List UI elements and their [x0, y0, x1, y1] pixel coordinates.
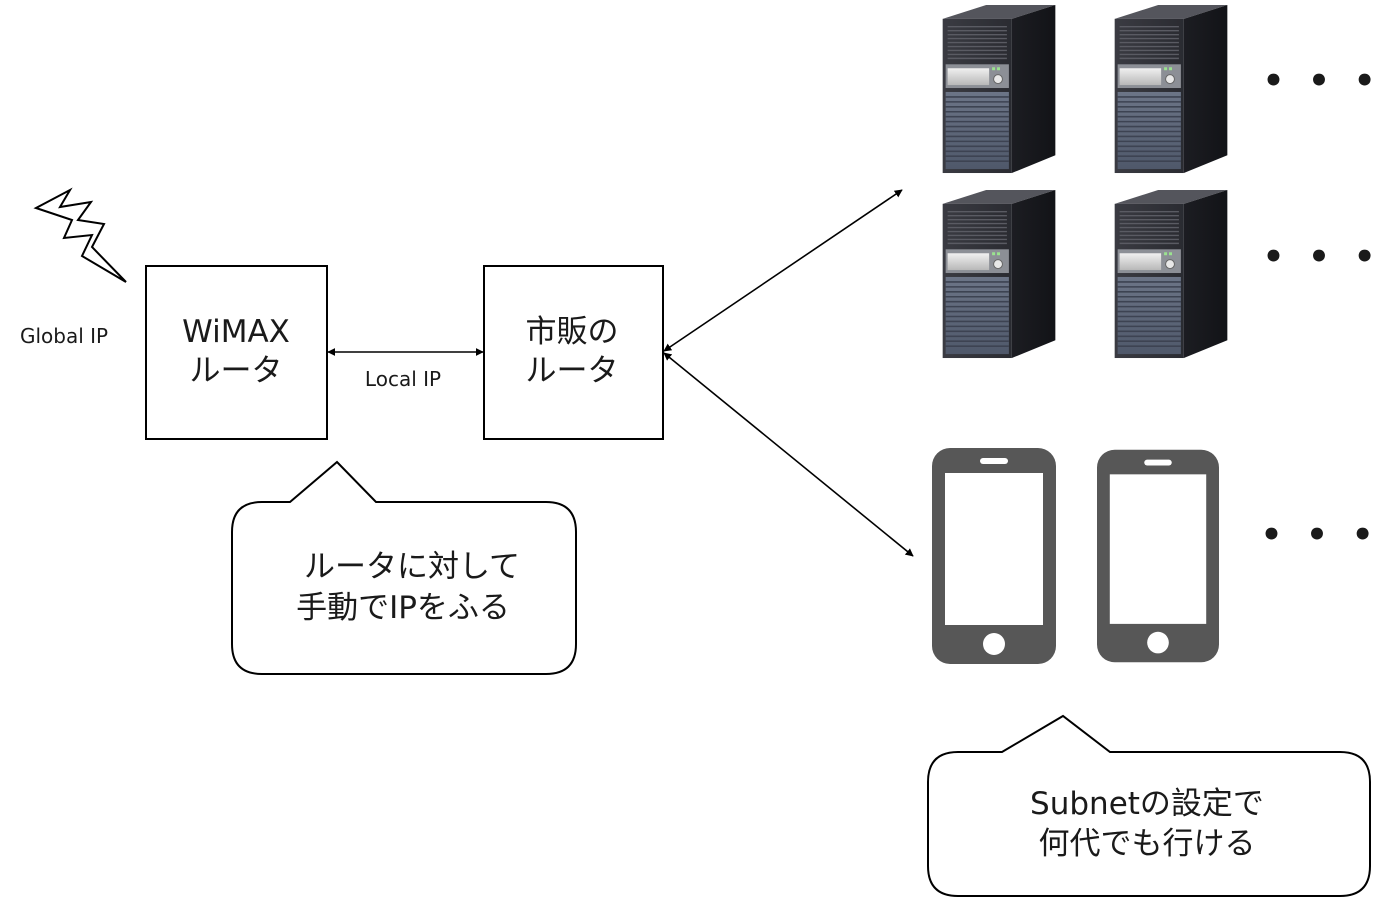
global-ip-label: Global IP — [20, 324, 108, 348]
lightning-bolt-icon — [33, 187, 127, 283]
servers-connector — [663, 189, 903, 352]
subnet-callout-line1: Subnetの設定で — [1030, 786, 1264, 822]
retail-router-label-line2: ルータ — [526, 353, 619, 389]
server-tower-icon — [941, 4, 1057, 174]
more-servers-ellipsis-row1: • • • — [1263, 61, 1382, 101]
server-tower-icon — [1113, 4, 1229, 174]
manual-ip-callout-line2: 手動でIPをふる — [296, 590, 510, 626]
local-ip-label: Local IP — [365, 367, 441, 391]
manual-ip-callout: ルータに対して 手動でIPをふる — [231, 460, 577, 675]
wimax-router-label-line1: WiMAX — [182, 314, 290, 350]
subnet-callout: Subnetの設定で 何代でも行ける — [927, 714, 1371, 897]
more-servers-ellipsis-row2: • • • — [1263, 237, 1382, 277]
server-tower-icon — [1113, 189, 1229, 359]
smartphone-icon — [1097, 449, 1219, 663]
retail-router-label-line1: 市販の — [526, 314, 619, 350]
wimax-router-node: WiMAX ルータ — [145, 265, 328, 440]
retail-router-node: 市販の ルータ — [483, 265, 664, 440]
server-tower-icon — [941, 189, 1057, 359]
more-phones-ellipsis: • • • — [1261, 515, 1380, 555]
wimax-router-label-line2: ルータ — [190, 353, 283, 389]
subnet-callout-line2: 何代でも行ける — [1039, 826, 1256, 862]
phones-connector — [663, 352, 914, 557]
manual-ip-callout-line1: ルータに対して — [304, 549, 520, 585]
smartphone-icon — [932, 448, 1056, 664]
